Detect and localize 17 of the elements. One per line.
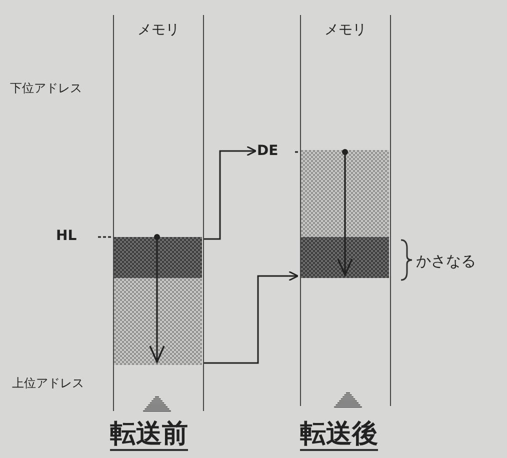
arrow — [204, 270, 299, 364]
memory-block — [301, 150, 389, 278]
address-label: 上位アドレス — [12, 375, 84, 392]
annotation-text: かさなる — [416, 252, 476, 271]
caption: 転送後 — [300, 420, 378, 451]
arrow — [204, 146, 257, 240]
memory-column — [113, 15, 204, 411]
register-label: DE — [257, 143, 295, 159]
memory-block — [114, 237, 202, 365]
leader-line — [295, 151, 301, 153]
register-label: HL — [56, 228, 98, 244]
column-heading: メモリ — [324, 21, 366, 39]
address-label: 下位アドレス — [10, 80, 82, 97]
caption: 転送前 — [110, 420, 188, 451]
column-heading: メモリ — [138, 21, 180, 39]
memory-column — [300, 15, 391, 406]
leader-line — [98, 236, 114, 238]
